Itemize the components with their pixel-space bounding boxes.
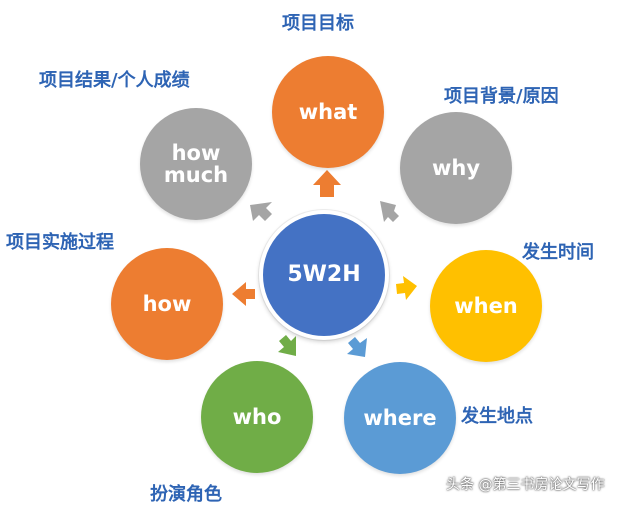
label-when: 发生时间 bbox=[522, 242, 594, 263]
node-how: how bbox=[111, 248, 223, 360]
arrow-who bbox=[278, 335, 296, 356]
label-how: 项目实施过程 bbox=[6, 232, 114, 253]
center-circle: 5W2H bbox=[259, 210, 389, 340]
node-where-text: where bbox=[363, 405, 437, 430]
label-where: 发生地点 bbox=[461, 406, 533, 427]
center-label: 5W2H bbox=[287, 262, 361, 288]
arrow-what bbox=[313, 170, 341, 197]
label-who: 扮演角色 bbox=[150, 484, 222, 505]
arrow-where bbox=[347, 337, 367, 357]
label-what: 项目目标 bbox=[282, 13, 354, 34]
node-howmuch-text: how much bbox=[163, 140, 229, 187]
arrow-how bbox=[232, 282, 255, 306]
node-howmuch: how much bbox=[140, 108, 252, 220]
node-who: who bbox=[201, 361, 313, 473]
node-what-text: what bbox=[298, 99, 358, 124]
arrow-why bbox=[380, 201, 399, 222]
node-when-text: when bbox=[454, 293, 518, 318]
node-how-text: how bbox=[142, 291, 192, 316]
node-when: when bbox=[430, 250, 542, 362]
label-why: 项目背景/原因 bbox=[444, 86, 559, 107]
node-why-text: why bbox=[431, 155, 481, 180]
arrow-when bbox=[396, 276, 417, 300]
node-what: what bbox=[272, 56, 384, 168]
node-why: why bbox=[400, 112, 512, 224]
label-howmuch: 项目结果/个人成绩 bbox=[39, 70, 190, 91]
arrow-howmuch bbox=[250, 202, 272, 221]
watermark: 头条 @第三书房论文写作 bbox=[446, 477, 605, 493]
node-where: where bbox=[344, 362, 456, 474]
node-who-text: who bbox=[232, 404, 282, 429]
